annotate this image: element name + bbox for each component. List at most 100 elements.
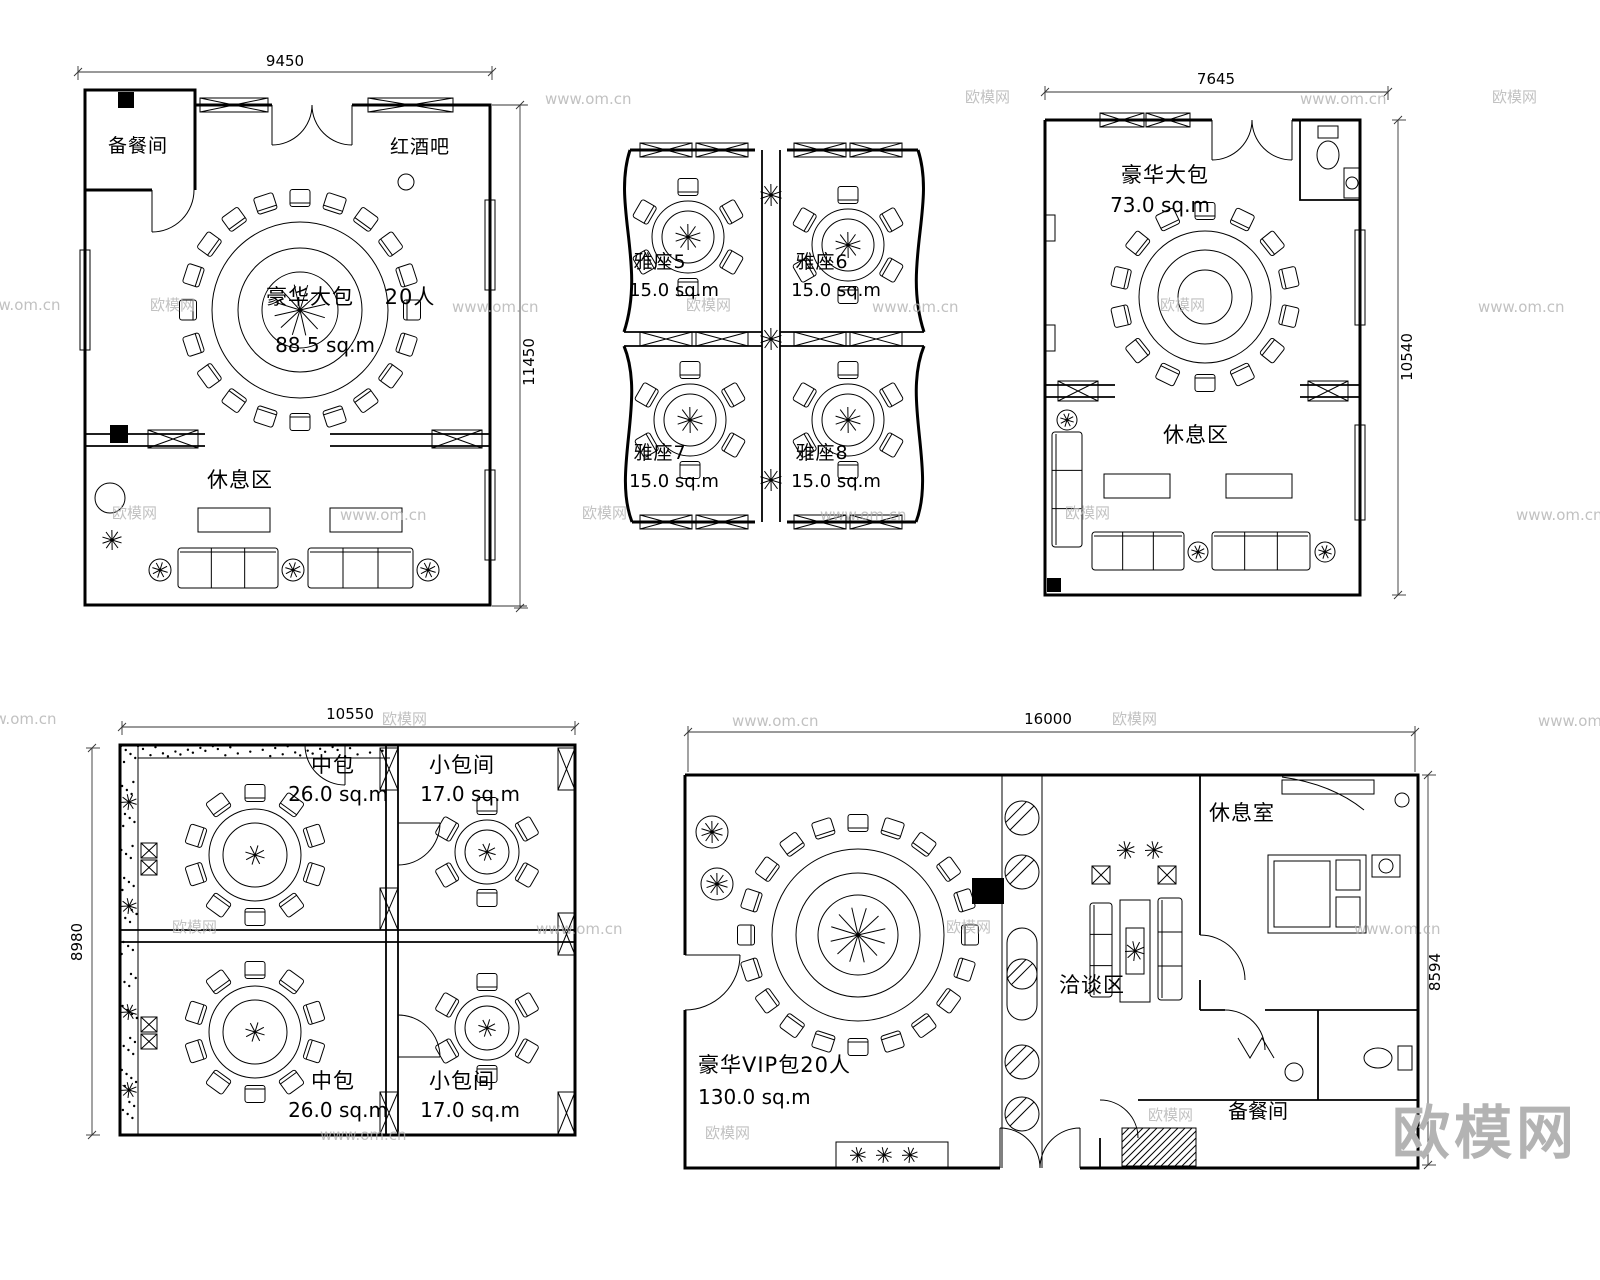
planter-box <box>835 1141 949 1169</box>
column-box <box>557 912 576 956</box>
bar-stool <box>397 173 415 191</box>
dim-width-label: 10550 <box>326 705 374 723</box>
cabinet <box>849 142 903 158</box>
column-box <box>147 429 199 449</box>
top-bottom-wall <box>630 148 918 524</box>
coffee-table <box>197 507 271 533</box>
wall-cabinet <box>140 842 158 859</box>
plant-icon <box>1060 413 1074 427</box>
column-round <box>1004 1044 1040 1080</box>
wavy-wall-left <box>622 149 634 523</box>
plan-bottom-right: 16000 8594 <box>683 710 1444 1170</box>
door-arc <box>1224 1009 1266 1051</box>
room-name-label: 雅座6 <box>795 251 848 273</box>
coffee-table <box>1103 473 1171 499</box>
divider-wall <box>1045 384 1360 398</box>
cabinet <box>199 97 269 113</box>
interior-walls <box>1099 775 1418 1168</box>
plant-icon <box>1144 841 1163 859</box>
side-table <box>1371 854 1401 878</box>
cabinet <box>793 514 847 530</box>
plant-icon <box>875 1147 892 1163</box>
dim-line-right <box>1422 770 1436 1170</box>
side-table <box>148 558 440 582</box>
plant-icon <box>760 468 782 492</box>
plan-top-left: 9450 11450 <box>73 52 538 613</box>
cabinet <box>1099 112 1145 128</box>
column-round <box>1004 800 1040 836</box>
plant-icon <box>285 562 301 578</box>
dim-width-label: 16000 <box>1024 710 1072 728</box>
dim-extension <box>492 104 527 607</box>
side-table <box>1314 541 1336 563</box>
folding-door <box>1237 1037 1275 1059</box>
table-centerpiece <box>677 406 703 434</box>
dim-width-label: 9450 <box>266 52 304 70</box>
double-door-arc <box>1211 119 1293 161</box>
divider-wall-v <box>385 745 399 1135</box>
outer-wall <box>683 773 1420 1170</box>
dining-table <box>792 186 904 304</box>
sofa <box>1051 431 1083 548</box>
sofa <box>1091 531 1185 571</box>
plant-icon <box>1318 545 1332 559</box>
plan-bottom-left: 10550 8980 中包 26. <box>68 705 580 1140</box>
column-box <box>557 747 576 791</box>
room-name-label: 雅座5 <box>633 251 686 273</box>
lounge-label: 休息室 <box>1209 801 1275 825</box>
room-name-label: 中包 <box>311 753 355 777</box>
plant-icon <box>760 327 782 351</box>
plant-icon <box>420 562 436 578</box>
coffee-table <box>1225 473 1293 499</box>
sofa <box>177 547 279 589</box>
plan-top-right: 7645 10540 <box>1040 70 1416 600</box>
wine-bar-label: 红酒吧 <box>390 136 450 158</box>
dim-height-label: 10540 <box>1398 333 1416 381</box>
door-arc <box>1099 1099 1139 1139</box>
sofa <box>307 547 414 589</box>
dining-table <box>792 361 904 479</box>
column <box>972 878 1004 904</box>
cabinet <box>849 514 903 530</box>
room-area-label: 17.0 sq.m <box>420 782 520 806</box>
cabinet <box>793 142 847 158</box>
dim-line-top <box>683 726 1420 740</box>
plant-pot <box>695 815 729 849</box>
dining-table-20 <box>179 189 421 431</box>
plant-icon <box>1191 545 1205 559</box>
cabinet <box>639 331 693 347</box>
plant-icon <box>120 1082 137 1098</box>
table-centerpiece <box>835 231 861 259</box>
table-centerpiece <box>830 907 886 963</box>
door-arc <box>397 1014 441 1058</box>
dining-table <box>185 784 325 926</box>
sink-icon <box>1343 167 1361 199</box>
column-box <box>379 887 399 931</box>
room-name-label: 小包间 <box>429 753 495 777</box>
cabinet <box>695 514 749 530</box>
rest-area-label: 休息区 <box>1163 423 1229 447</box>
column <box>1047 578 1061 592</box>
door-arc <box>1199 934 1246 981</box>
area-label: 88.5 sq.m <box>275 333 375 357</box>
lamp-icon <box>1378 858 1394 874</box>
wc-wall <box>1299 120 1360 201</box>
dining-table <box>435 973 539 1083</box>
prep-room-label: 备餐间 <box>1228 1099 1288 1123</box>
side-table <box>1091 865 1111 885</box>
plant-icon <box>120 898 137 914</box>
column-box <box>431 429 483 449</box>
room-area-label: 17.0 sq.m <box>420 1098 520 1122</box>
dim-extension <box>687 732 1416 772</box>
column-box <box>1307 380 1349 402</box>
negotiation-area-label: 洽谈区 <box>1059 973 1125 997</box>
table-centerpiece <box>1124 941 1145 961</box>
plant-pot <box>700 867 734 901</box>
room-name-label: 豪华大包 <box>266 285 354 309</box>
sofa <box>1211 531 1311 571</box>
dim-height-label: 11450 <box>520 338 538 386</box>
plant-icon <box>120 794 137 810</box>
dim-height-label: 8980 <box>68 923 86 961</box>
capacity-label: 20人 <box>385 285 436 309</box>
